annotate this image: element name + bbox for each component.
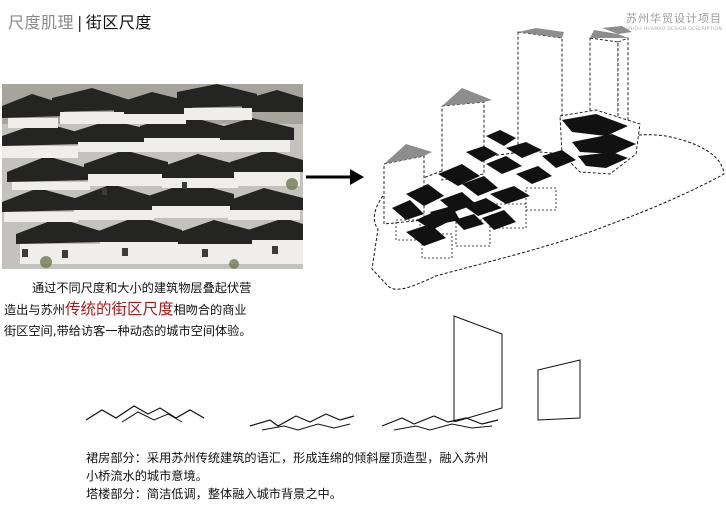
description-line-1: 通过不同尺度和大小的建筑物层叠起伏营 [32,281,252,295]
project-name-en: SUZHOU HUAMAO DESIGN DESCRIPTION [620,27,722,32]
description-line-3: 街区空间,带给访客一种动态的城市空间体验。 [4,324,252,338]
podium-note-line-1: 裙房部分：采用苏州传统建筑的语汇，形成连绵的倾斜屋顶造型，融入苏州 [86,451,489,465]
design-notes: 裙房部分：采用苏州传统建筑的语汇，形成连绵的倾斜屋顶造型，融入苏州 小桥流水的城… [86,449,606,503]
topic-title: 街区尺度 [85,13,152,32]
title-separator: | [77,13,83,32]
description-line-2: 造出与苏州传统的街区尺度相吻合的商业 [4,300,247,318]
podium-note-line-2: 小桥流水的城市意境。 [86,469,208,483]
traditional-rooftops-photo [2,84,303,269]
project-brand: 苏州华贸设计项目 SUZHOU HUAMAO DESIGN DESCRIPTIO… [621,10,722,32]
roof-silhouette-diagram [85,405,499,431]
page-title: 尺度肌理|街区尺度 [8,9,152,33]
section-title: 尺度肌理 [8,13,75,32]
project-name-cn: 苏州华贸设计项目 [626,12,722,25]
axonometric-massing-diagram [371,26,725,290]
tower-note: 塔楼部分：简洁低调，整体融入城市背景之中。 [86,487,342,501]
tower-outline-diagram [453,315,581,422]
highlight-traditional-scale: 传统的街区尺度 [64,300,174,318]
description-paragraph: 通过不同尺度和大小的建筑物层叠起伏营 造出与苏州传统的街区尺度相吻合的商业 街区… [4,278,306,342]
right-arrow-icon [306,169,364,185]
